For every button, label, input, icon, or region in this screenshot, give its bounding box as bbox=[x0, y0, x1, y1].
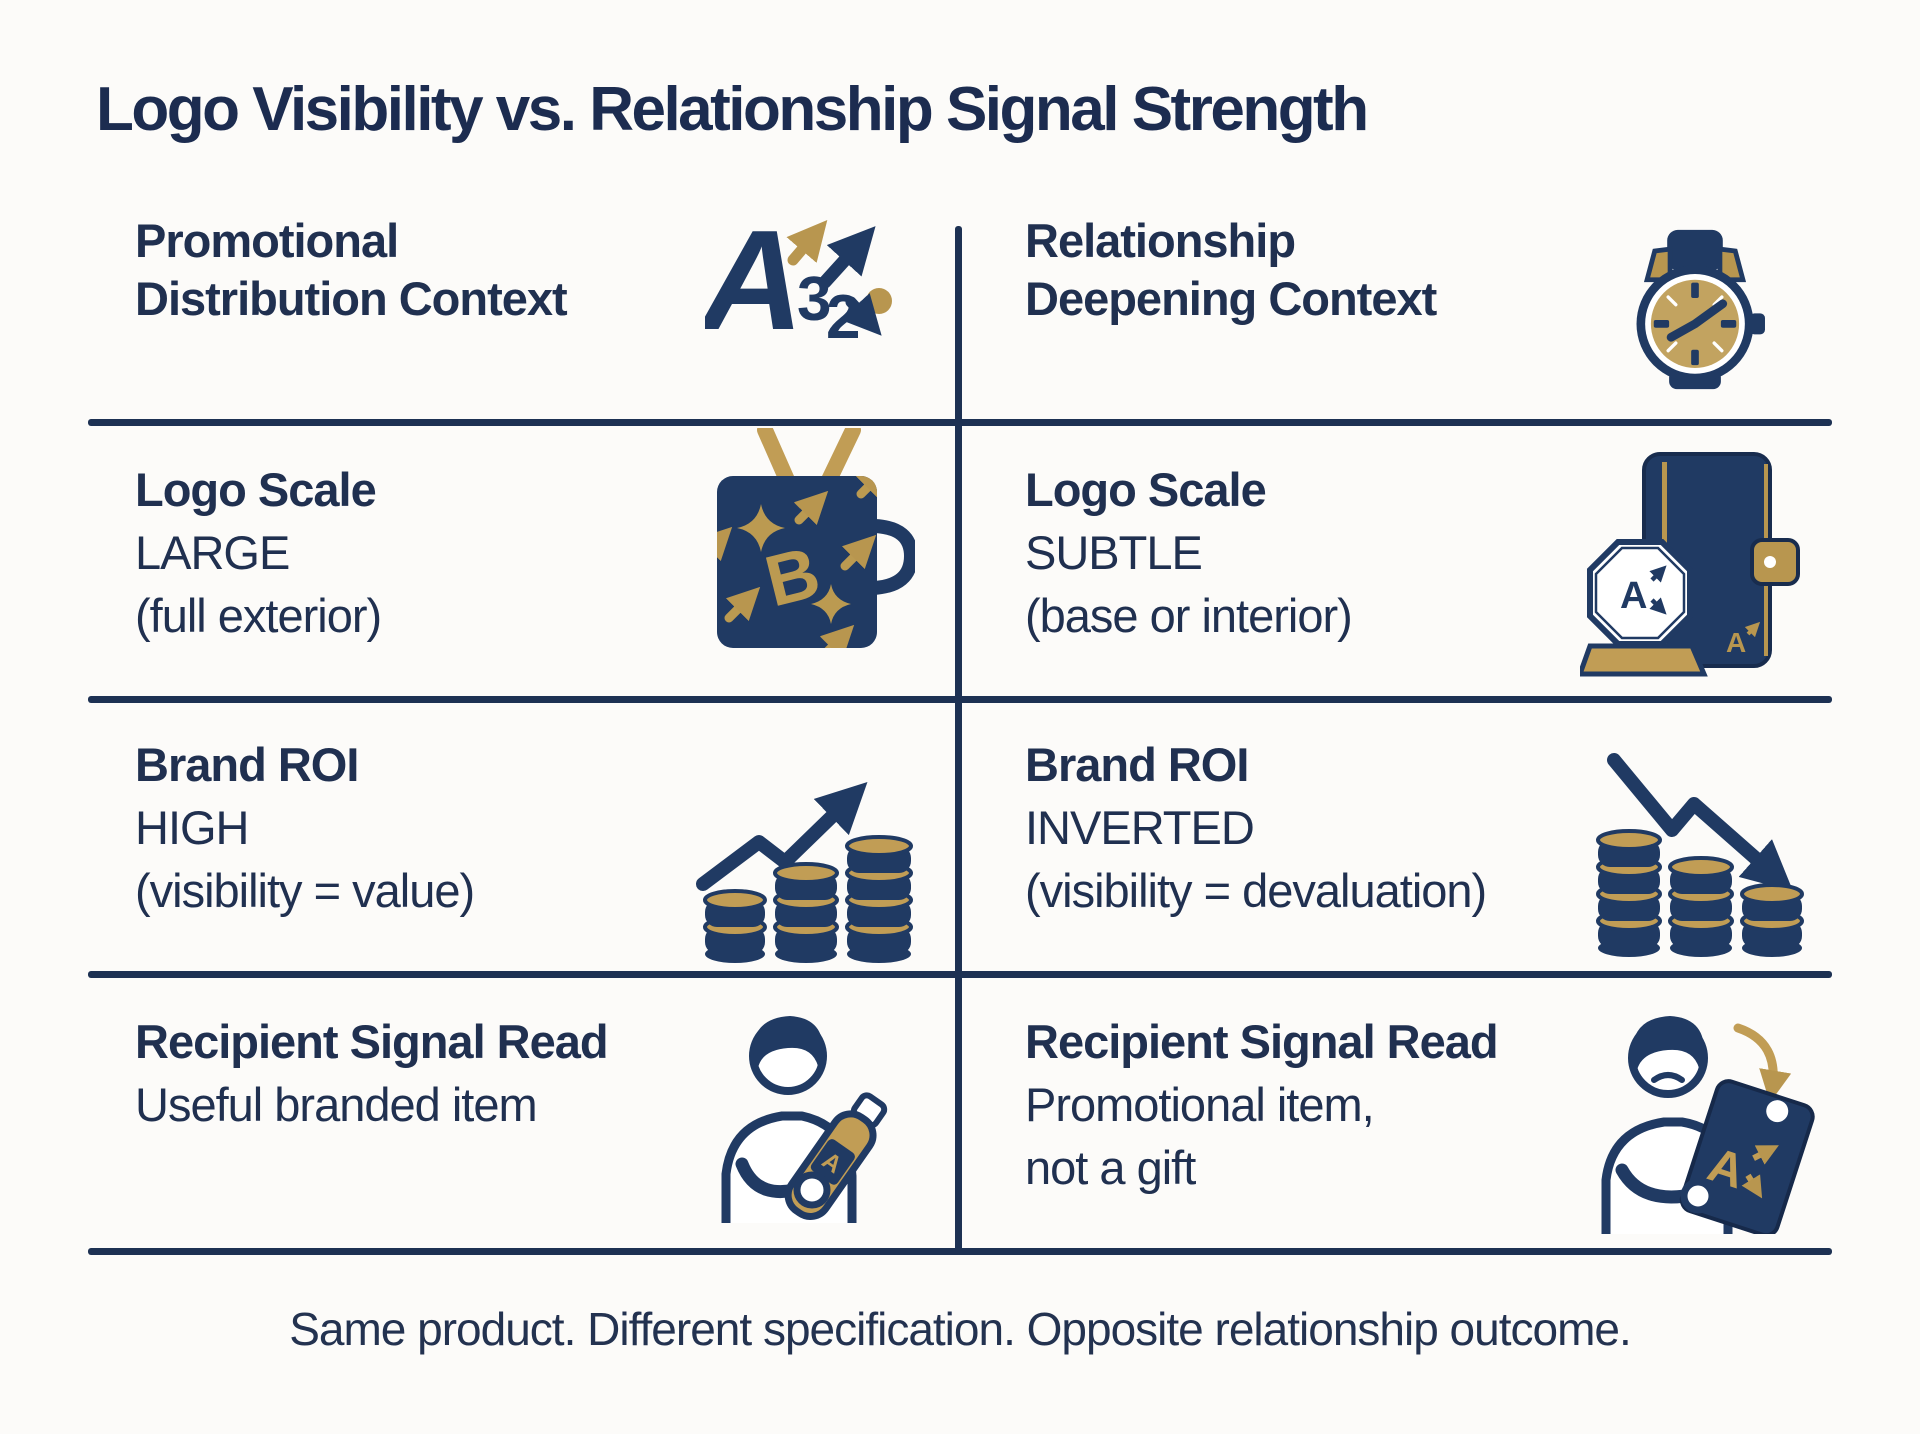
watch-crown bbox=[1749, 313, 1765, 335]
branded-mug-icon: B bbox=[717, 428, 915, 648]
person-holding-bottle-icon: A bbox=[721, 1016, 888, 1223]
person-hair bbox=[753, 1016, 823, 1068]
wallet-gift-seal-icon: A A bbox=[1580, 452, 1800, 677]
cell-value: SUBTLE bbox=[1025, 526, 1203, 579]
brand-letter: A bbox=[705, 201, 804, 338]
falling-chart-coins-icon bbox=[1596, 753, 1804, 957]
cell-note: (visibility = devaluation) bbox=[1025, 864, 1487, 917]
cell-heading: Recipient Signal Read bbox=[1025, 1015, 1499, 1068]
gold-dot bbox=[866, 288, 892, 314]
page-title: Logo Visibility vs. Relationship Signal … bbox=[96, 75, 1369, 144]
cell-brand-roi-left: Brand ROI HIGH (visibility = value) bbox=[135, 733, 475, 922]
person-hand bbox=[793, 1171, 831, 1209]
cell-note: not a gift bbox=[1025, 1141, 1196, 1194]
cell-heading: Logo Scale bbox=[1025, 463, 1267, 516]
header-line: Relationship bbox=[1025, 214, 1296, 267]
frown-mouth bbox=[1651, 1072, 1685, 1083]
seal-logo-letter: A bbox=[1620, 575, 1647, 617]
cell-heading: Brand ROI bbox=[1025, 738, 1249, 791]
cell-logo-scale-left: Logo Scale LARGE (full exterior) bbox=[135, 458, 382, 647]
header-line: Promotional bbox=[135, 214, 399, 267]
cell-logo-scale-right: Logo Scale SUBTLE (base or interior) bbox=[1025, 458, 1353, 647]
header-cell-relationship: Relationship Deepening Context bbox=[1025, 212, 1437, 328]
column-divider bbox=[955, 226, 962, 1252]
cell-signal-read-left: Recipient Signal Read Useful branded ite… bbox=[135, 1010, 609, 1136]
cell-note: (base or interior) bbox=[1025, 589, 1353, 642]
cell-heading: Logo Scale bbox=[135, 463, 377, 516]
brand-digit: 3 bbox=[797, 265, 831, 334]
person-hair bbox=[1632, 1016, 1704, 1070]
header-line: Distribution Context bbox=[135, 272, 568, 325]
summary-caption: Same product. Different specification. O… bbox=[289, 1303, 1632, 1355]
cell-heading: Recipient Signal Read bbox=[135, 1015, 609, 1068]
wallet-logo-letter: A bbox=[1726, 627, 1746, 658]
header-cell-promotional: Promotional Distribution Context bbox=[135, 212, 568, 328]
cell-value: INVERTED bbox=[1025, 801, 1255, 854]
cell-value: HIGH bbox=[135, 801, 250, 854]
coin-stacks-descending bbox=[1596, 829, 1804, 957]
cell-value: Promotional item, bbox=[1025, 1078, 1375, 1131]
rising-arrow bbox=[696, 781, 868, 891]
person-clipboard-icon: A bbox=[1601, 1016, 1815, 1234]
gold-curved-arrow bbox=[1733, 1023, 1792, 1103]
rising-chart-coins-icon bbox=[696, 781, 913, 963]
coin-stacks-ascending bbox=[703, 835, 913, 963]
brand-logo-arrows-icon: A 3 2 bbox=[705, 201, 892, 338]
cell-value: Useful branded item bbox=[135, 1078, 538, 1131]
cell-brand-roi-right: Brand ROI INVERTED (visibility = devalua… bbox=[1025, 733, 1487, 922]
wristwatch-icon bbox=[1636, 229, 1765, 390]
mug-handle bbox=[872, 519, 915, 595]
cell-note: (visibility = value) bbox=[135, 864, 475, 917]
cell-signal-read-right: Recipient Signal Read Promotional item, … bbox=[1025, 1010, 1499, 1199]
watch-hands bbox=[1666, 299, 1728, 342]
header-line: Deepening Context bbox=[1025, 272, 1437, 325]
cell-heading: Brand ROI bbox=[135, 738, 359, 791]
falling-arrow bbox=[1607, 753, 1794, 892]
cell-value: LARGE bbox=[135, 526, 290, 579]
embossed-seal: A bbox=[1580, 539, 1708, 677]
cell-note: (full exterior) bbox=[135, 589, 382, 642]
person-hand bbox=[1680, 1178, 1716, 1214]
